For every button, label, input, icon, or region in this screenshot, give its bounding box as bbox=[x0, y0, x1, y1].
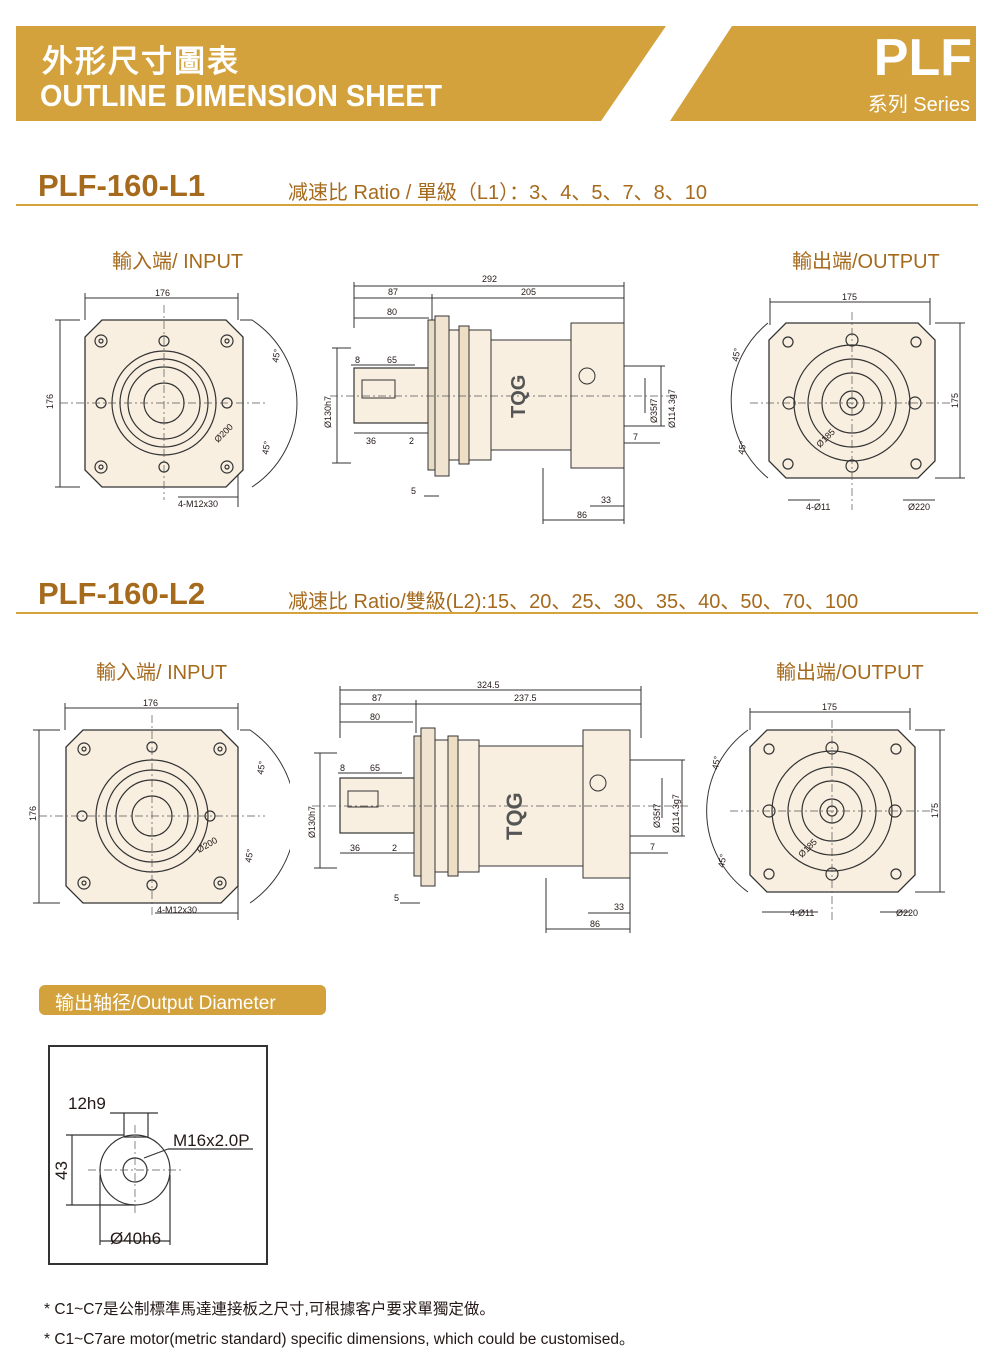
input-view-drawing-l1: 176 176 Ø200 45° 45° 4-M12x30 bbox=[45, 288, 298, 509]
output-length-dim: 33 bbox=[601, 495, 611, 505]
shaft-length-dim: 36 bbox=[350, 843, 360, 853]
output-diameter-label: 输出轴径/Output Diameter bbox=[55, 993, 276, 1014]
outer-diameter-dim: Ø114.3g7 bbox=[671, 794, 681, 833]
output-width-dim: 175 bbox=[842, 292, 857, 302]
input-angle-bottom: 45° bbox=[243, 848, 255, 864]
header-banner bbox=[16, 26, 666, 121]
output-height-dim: 175 bbox=[950, 393, 960, 408]
bore-diameter-dim: Ø35f7 bbox=[649, 398, 659, 423]
pilot-diameter-dim: Ø130h7 bbox=[307, 806, 317, 838]
key-length-dim: 65 bbox=[370, 763, 380, 773]
note-en: * C1~C7are motor(metric standard) specif… bbox=[44, 1331, 635, 1348]
output-diameter-badge: 输出轴径/Output Diameter bbox=[39, 985, 326, 1015]
series-banner bbox=[670, 26, 976, 121]
input-height-dim: 176 bbox=[45, 394, 55, 409]
series-subtitle: 系列 Series bbox=[867, 94, 970, 116]
outer-diameter-dim: Ø114.3g7 bbox=[667, 389, 677, 428]
input-bolt-dim: 4-M12x30 bbox=[178, 499, 218, 509]
page-title-cn: 外形尺寸圖表 bbox=[42, 44, 240, 79]
input-angle-top: 45° bbox=[270, 348, 282, 364]
model-title-l2: PLF-160-L2 bbox=[38, 576, 206, 611]
flange-length-dim: 80 bbox=[370, 712, 380, 722]
input-label-l1: 輸入端/ INPUT bbox=[112, 251, 244, 273]
output-step-dim: 7 bbox=[650, 842, 655, 852]
flange-thickness-dim: 5 bbox=[394, 893, 399, 903]
series-name: PLF bbox=[873, 29, 972, 87]
output-angle-top: 45° bbox=[710, 755, 722, 771]
brand-logo: TQG bbox=[508, 375, 530, 418]
key-width-label: 12h9 bbox=[68, 1094, 106, 1113]
key-length-dim: 65 bbox=[387, 355, 397, 365]
total-length-dim: 324.5 bbox=[477, 680, 500, 690]
output-outer-dim: Ø220 bbox=[896, 908, 918, 918]
shaft-diameter-label: Ø40h6 bbox=[110, 1229, 161, 1248]
output-height-dim: 175 bbox=[930, 803, 940, 818]
output-body-dim: 86 bbox=[590, 919, 600, 929]
total-length-dim: 292 bbox=[482, 274, 497, 284]
shaft-diameter-box bbox=[48, 1045, 268, 1265]
flange-length-dim: 80 bbox=[387, 307, 397, 317]
input-bolt-dim: 4-M12x30 bbox=[157, 905, 197, 915]
output-step-dim: 7 bbox=[633, 432, 638, 442]
left-length-dim: 87 bbox=[372, 693, 382, 703]
output-angle-bottom: 45° bbox=[736, 440, 748, 456]
section-divider bbox=[16, 612, 978, 614]
gap-dim: 2 bbox=[392, 843, 397, 853]
output-body-dim: 86 bbox=[577, 510, 587, 520]
gap-dim: 2 bbox=[409, 436, 414, 446]
side-view-drawing-l2: TQG 324.5 87 237.5 80 8 65 36 2 5 Ø130h7… bbox=[307, 680, 690, 933]
output-angle-top: 45° bbox=[730, 347, 742, 363]
output-width-dim: 175 bbox=[822, 702, 837, 712]
bore-diameter-dim: Ø35f7 bbox=[652, 803, 662, 828]
input-angle-bottom: 45° bbox=[260, 440, 272, 456]
pilot-diameter-dim: Ø130h7 bbox=[323, 396, 333, 428]
output-bolt-dim: 4-Ø11 bbox=[790, 908, 814, 918]
left-length-dim: 87 bbox=[388, 287, 398, 297]
output-label-l1: 輸出端/OUTPUT bbox=[792, 251, 940, 273]
output-label-l2: 輸出端/OUTPUT bbox=[776, 662, 924, 684]
flange-thickness-dim: 5 bbox=[411, 486, 416, 496]
right-length-dim: 205 bbox=[521, 287, 536, 297]
input-view-drawing-l2: 176 176 Ø200 45° 45° 4-M12x30 bbox=[28, 698, 290, 920]
input-height-dim: 176 bbox=[28, 806, 38, 821]
brand-logo: TQG bbox=[502, 792, 527, 840]
output-view-drawing-l1: 175 175 Ø185 45° 45° 4-Ø11 Ø220 bbox=[730, 292, 965, 512]
ratio-text-l2: 减速比 Ratio/雙級(L2):15、20、25、30、35、40、50、70… bbox=[288, 591, 859, 613]
shaft-length-dim: 36 bbox=[366, 436, 376, 446]
output-bolt-dim: 4-Ø11 bbox=[806, 502, 830, 512]
section-divider bbox=[16, 204, 978, 206]
thread-label: M16x2.0P bbox=[173, 1131, 250, 1150]
output-outer-dim: Ø220 bbox=[908, 502, 930, 512]
output-angle-bottom: 45° bbox=[716, 853, 728, 869]
key-width-dim: 8 bbox=[355, 355, 360, 365]
shaft-height-label: 43 bbox=[52, 1161, 71, 1180]
right-length-dim: 237.5 bbox=[514, 693, 537, 703]
side-view-drawing-l1: TQG 292 87 205 80 8 65 36 2 5 Ø130h7 Ø35… bbox=[323, 274, 677, 524]
input-width-dim: 176 bbox=[155, 288, 170, 298]
input-label-l2: 輸入端/ INPUT bbox=[96, 662, 228, 684]
note-cn: * C1~C7是公制標準馬達連接板之尺寸,可根據客户要求單獨定做。 bbox=[44, 1301, 495, 1318]
input-angle-top: 45° bbox=[255, 760, 267, 776]
model-title-l1: PLF-160-L1 bbox=[38, 168, 206, 203]
ratio-text-l1: 减速比 Ratio / 單級（L1）：3、4、5、7、8、10 bbox=[288, 182, 708, 204]
page-title-en: OUTLINE DIMENSION SHEET bbox=[40, 78, 443, 113]
shaft-section-drawing: 12h9 M16x2.0P 43 Ø40h6 bbox=[52, 1094, 253, 1248]
input-width-dim: 176 bbox=[143, 698, 158, 708]
output-length-dim: 33 bbox=[614, 902, 624, 912]
key-width-dim: 8 bbox=[340, 763, 345, 773]
output-view-drawing-l2: 175 175 Ø185 45° 45° 4-Ø11 Ø220 bbox=[706, 702, 945, 920]
